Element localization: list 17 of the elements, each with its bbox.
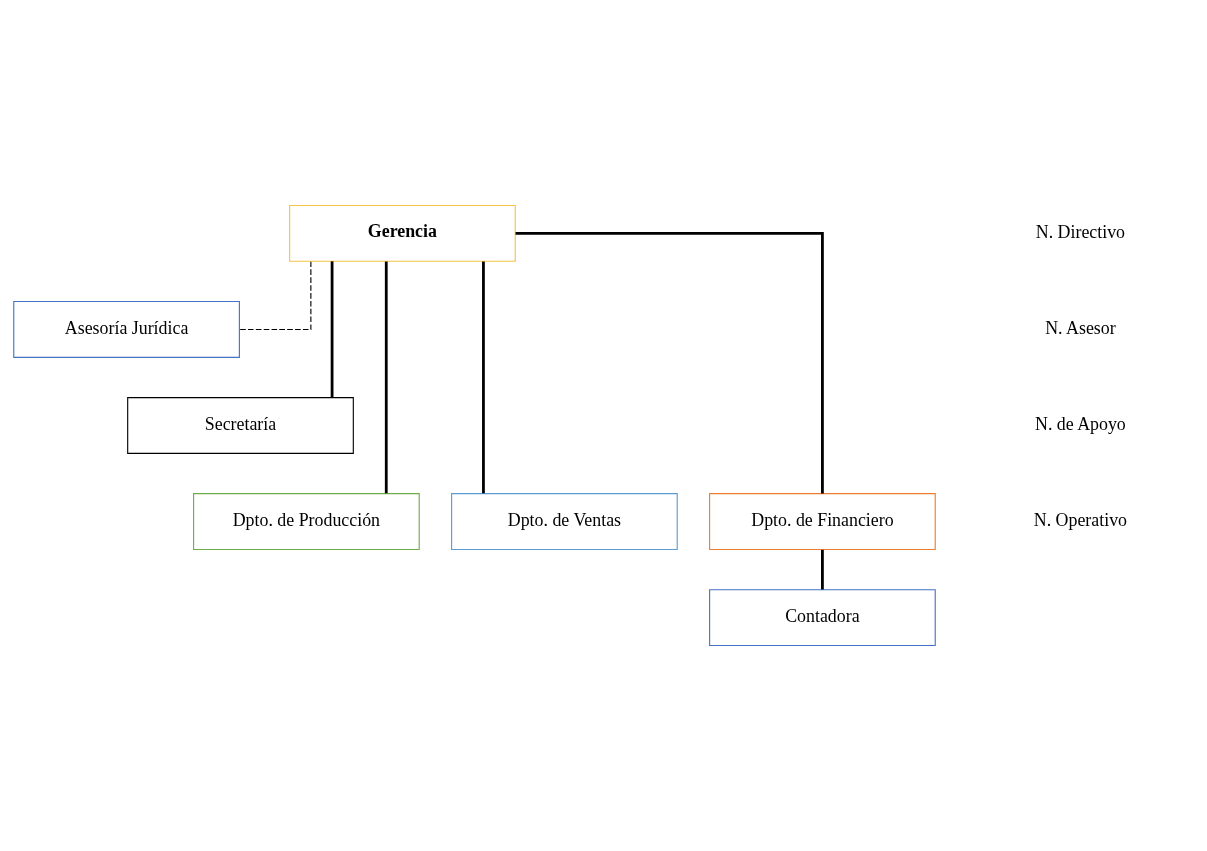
node-box: Dpto. de Financiero xyxy=(709,493,936,551)
node-box: Secretaría xyxy=(127,397,354,454)
node-box: Dpto. de Ventas xyxy=(451,493,678,551)
connector xyxy=(239,261,312,330)
connector xyxy=(384,261,388,494)
node-box: Contadora xyxy=(709,589,936,647)
label: N. Asesor xyxy=(1045,317,1116,338)
label: N. de Apoyo xyxy=(1035,413,1126,434)
node-box: Asesoría Jurídica xyxy=(13,300,240,358)
node-box: Gerencia xyxy=(289,204,516,262)
node-box: Dpto. de Producción xyxy=(193,493,420,551)
connector xyxy=(515,232,824,494)
connector xyxy=(482,261,485,494)
connector xyxy=(330,261,334,398)
label: N. Operativo xyxy=(1033,509,1128,530)
label: N. Directivo xyxy=(1035,221,1126,242)
connector xyxy=(821,549,824,590)
